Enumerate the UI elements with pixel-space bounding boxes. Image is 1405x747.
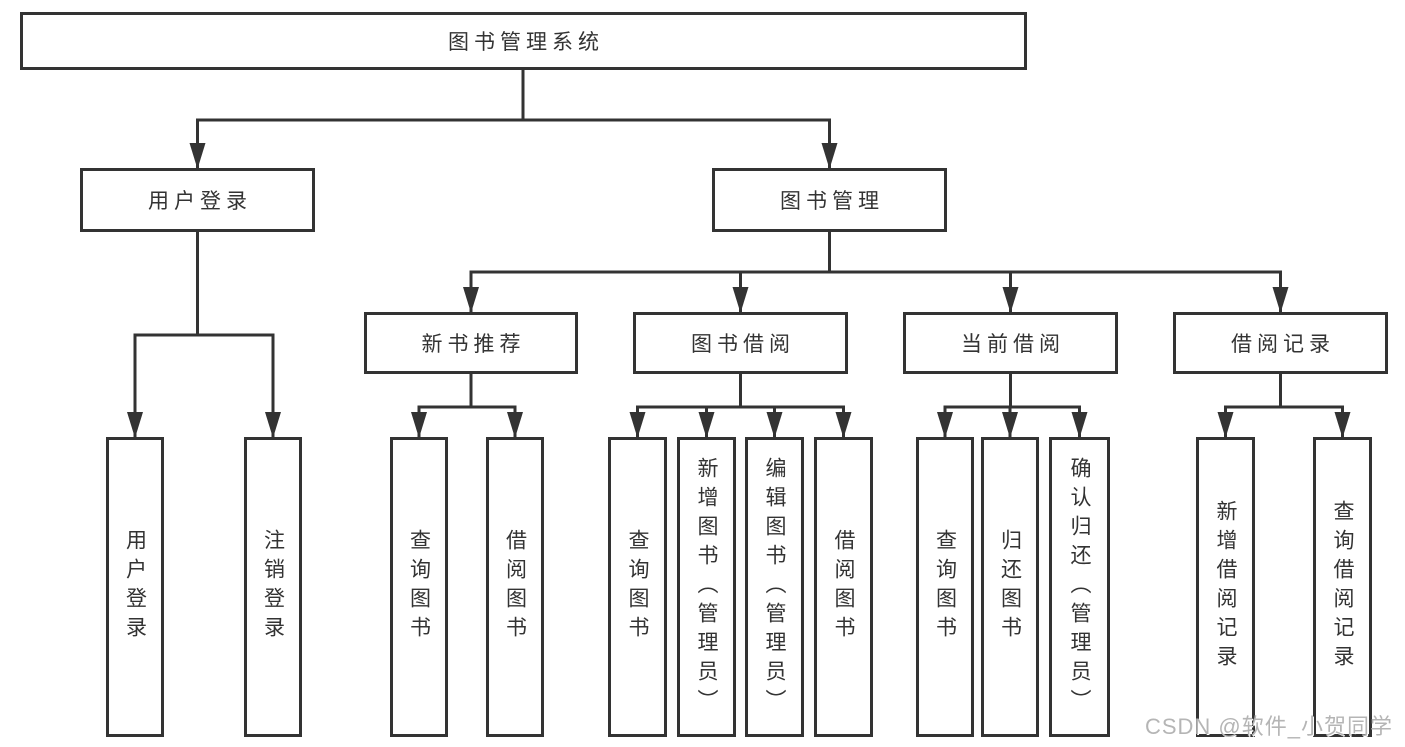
level3-connector — [463, 270, 1289, 313]
leaf-current-return-book: 归还图书 — [981, 437, 1039, 737]
leaf-borrow-edit-book-admin: 编辑图书（管理员） — [745, 437, 804, 737]
leaf-borrow-query-book: 查询图书 — [608, 437, 667, 737]
leaf-record-query-record: 查询借阅记录 — [1313, 437, 1372, 737]
section-new-book-recommend: 新书推荐 — [364, 312, 578, 374]
section-borrow-record: 借阅记录 — [1173, 312, 1388, 374]
leaf-newbook-borrow-book: 借阅图书 — [486, 437, 544, 737]
level2-connector — [189, 118, 838, 169]
branch-user-login: 用户登录 — [80, 168, 315, 232]
leaf-newbook-query-book: 查询图书 — [390, 437, 448, 737]
leaf-current-query-book: 查询图书 — [916, 437, 974, 737]
user-login-children-connector — [127, 333, 281, 438]
branch-book-management: 图书管理 — [712, 168, 947, 232]
book-borrow-children-connector — [629, 405, 852, 438]
section-current-borrow: 当前借阅 — [903, 312, 1118, 374]
current-borrow-children-connector — [937, 405, 1088, 438]
leaf-current-confirm-return-admin: 确认归还（管理员） — [1049, 437, 1110, 737]
borrow-record-children-connector — [1217, 405, 1351, 438]
leaf-logout: 注销登录 — [244, 437, 302, 737]
leaf-borrow-add-book-admin: 新增图书（管理员） — [677, 437, 736, 737]
leaf-record-add-record: 新增借阅记录 — [1196, 437, 1255, 737]
leaf-borrow-borrow-book: 借阅图书 — [814, 437, 873, 737]
watermark: CSDN @软件_小贺同学 — [1144, 714, 1393, 739]
node-root: 图书管理系统 — [20, 12, 1027, 70]
leaf-user-login: 用户登录 — [106, 437, 164, 737]
section-book-borrow: 图书借阅 — [633, 312, 848, 374]
new-book-children-connector — [411, 405, 523, 438]
